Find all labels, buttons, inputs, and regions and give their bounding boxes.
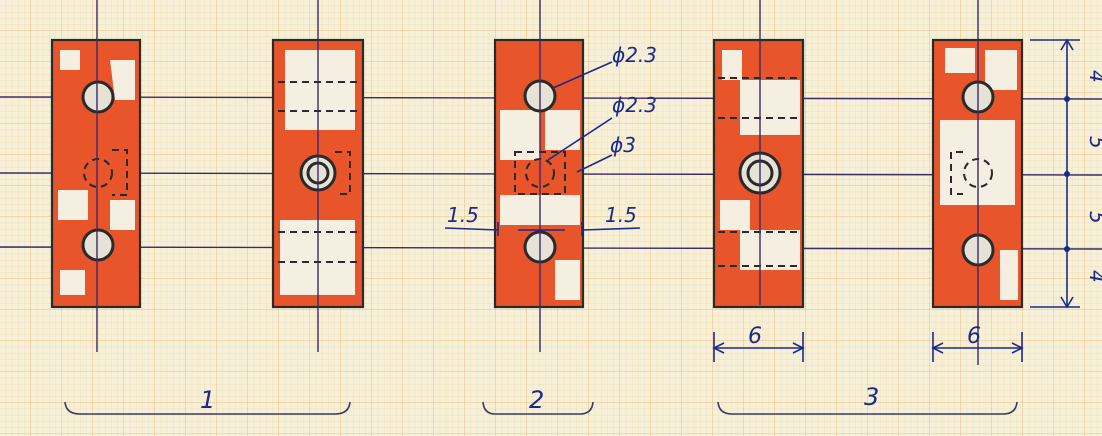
dim-4-bottom: 4 [1085,270,1102,283]
width-dimensions: 6 6 [712,324,1024,362]
dim-4-top: 4 [1085,70,1102,83]
right-offset-label: 1.5 [605,203,637,227]
group-braces: 1 2 3 [64,383,1018,415]
group-label-1: 1 [200,386,215,414]
group-label-3: 3 [864,383,879,411]
top-hole-diameter-label: ϕ2.3 [612,43,657,67]
center-hole-diameter-label: ϕ2.3 [612,93,657,117]
dim-5-upper: 5 [1085,136,1102,149]
centre-lines [96,0,979,365]
counterbore-diameter-label: ϕ3 [610,133,636,157]
callouts: ϕ2.3 ϕ2.3 ϕ3 1.5 1.5 [444,43,657,236]
vertical-dimension-chain: 4 5 5 4 [1030,38,1102,309]
part-1a [50,38,142,309]
width-dim-right: 6 [967,324,981,349]
dim-5-lower: 5 [1085,211,1102,224]
left-offset-label: 1.5 [447,203,479,227]
part-3a [712,38,805,309]
width-dim-left: 6 [748,324,762,349]
group-label-2: 2 [529,386,544,414]
